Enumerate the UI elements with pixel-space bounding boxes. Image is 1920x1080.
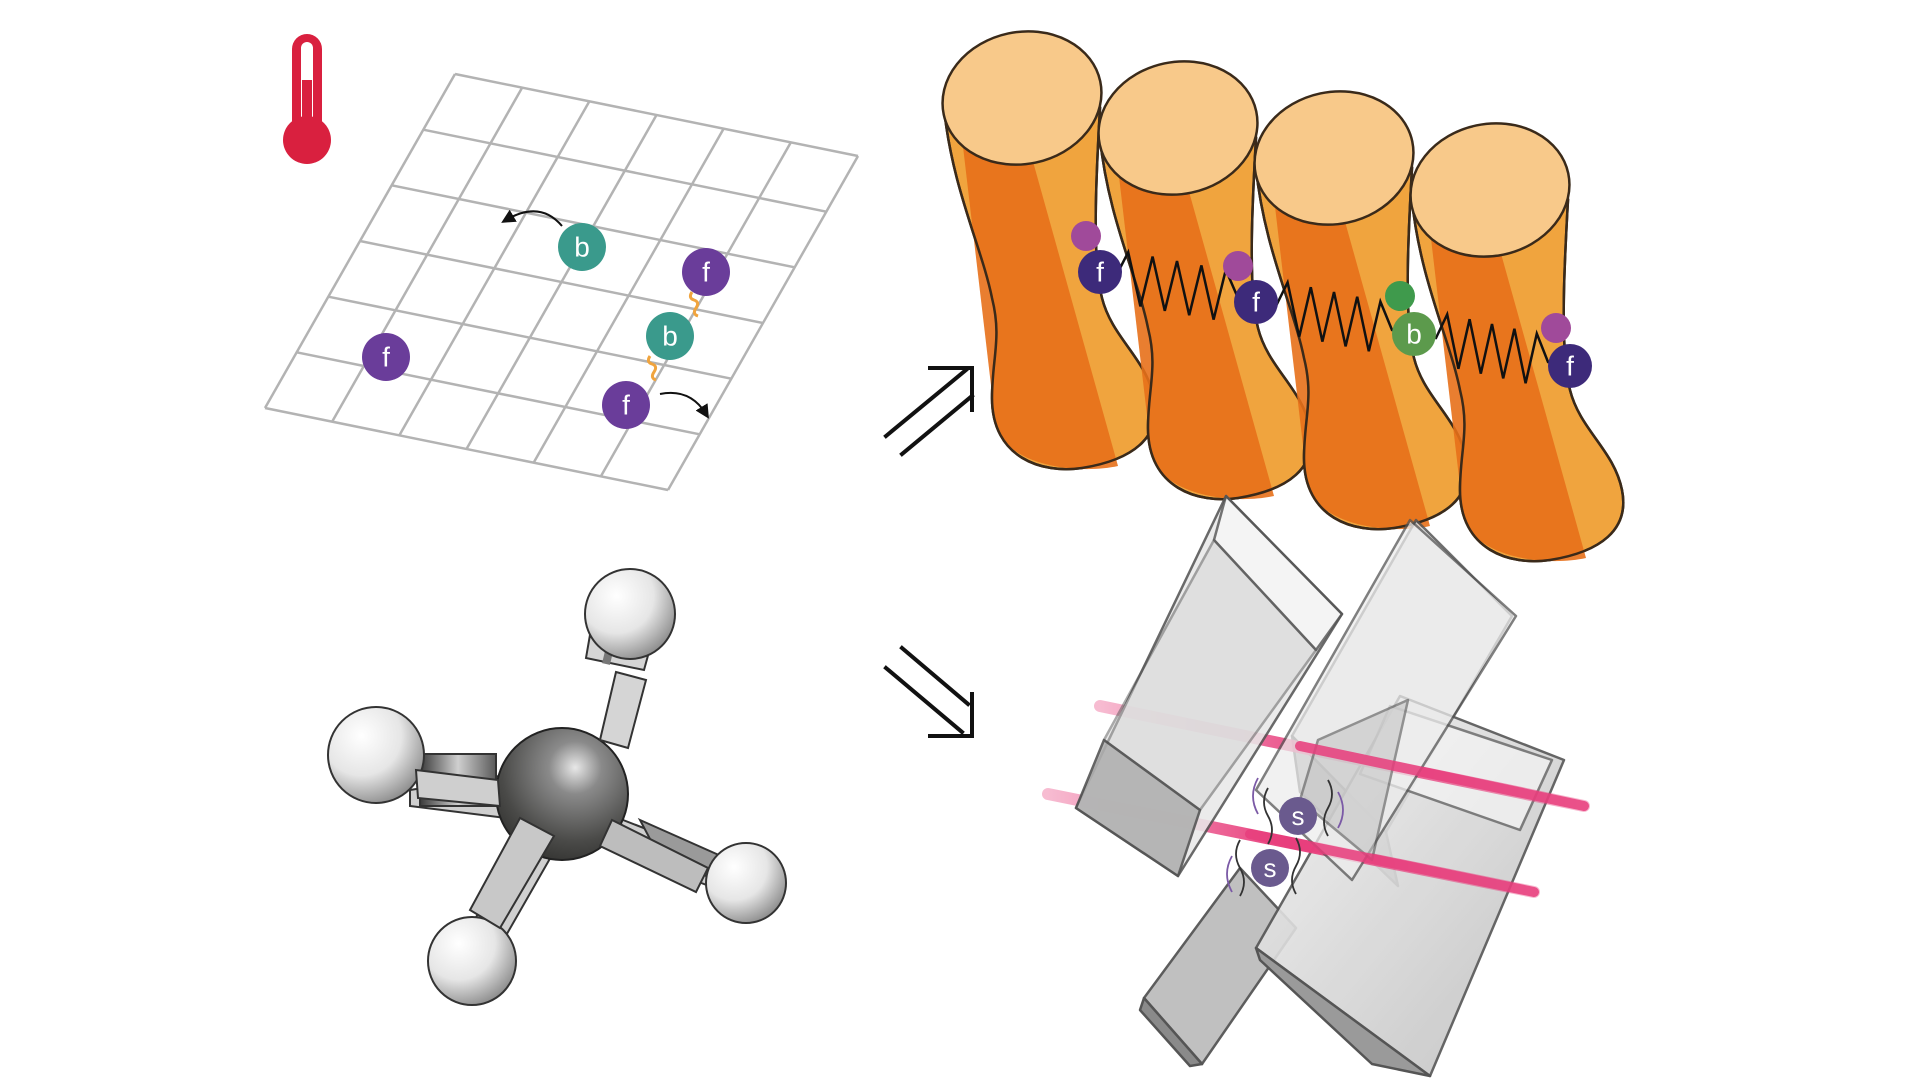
svg-text:s: s: [1264, 853, 1277, 883]
spin-particle: s: [1251, 849, 1289, 887]
molecule-bond: [598, 670, 648, 750]
interaction-wiggle: [646, 291, 700, 382]
spin-particle: s: [1279, 797, 1317, 835]
svg-text:b: b: [1406, 319, 1422, 350]
fermion-particle: f: [602, 381, 650, 429]
spring-chain: [1099, 248, 1571, 384]
thermometer-icon: [283, 34, 331, 164]
molecule-bond: [468, 816, 556, 930]
hydrogen-atom: [327, 706, 425, 804]
lattice-line: [264, 406, 669, 492]
glass-prism: [1138, 866, 1298, 1068]
tweezer-array: [941, 30, 1625, 563]
tweezer-tube: [1253, 90, 1469, 531]
tweezer-tube: [1409, 122, 1625, 563]
svg-text:b: b: [662, 321, 678, 352]
spin-vibration-lines: [1226, 777, 1344, 897]
fermion-particle: f: [1548, 344, 1592, 388]
lattice-line: [666, 155, 860, 491]
glass-prism: [1254, 518, 1518, 882]
svg-text:b: b: [574, 232, 590, 263]
tweezer-tube: [1097, 60, 1313, 501]
lattice-hop-arrow-right: [659, 392, 709, 419]
fermion-particle: f: [682, 248, 730, 296]
fermion-particle: f: [1078, 250, 1122, 294]
hydrogen-atom: [584, 568, 676, 660]
lattice-particles: b f b f f: [362, 223, 730, 429]
boson-particle: b: [558, 223, 606, 271]
hydrogen-atom: [427, 916, 517, 1006]
boson-partner-dot: [1385, 281, 1415, 311]
double-arrow-up-right-icon: [883, 366, 975, 457]
laser-beam: [1245, 829, 1539, 897]
glass-prism: [1074, 494, 1344, 878]
fermion-particle: f: [362, 333, 410, 381]
svg-text:s: s: [1292, 801, 1305, 831]
svg-text:f: f: [1566, 351, 1574, 382]
hydrogen-atom: [705, 842, 787, 924]
fermion-partner-dot: [1071, 221, 1101, 251]
boson-particle: b: [1392, 312, 1436, 356]
tweezer-particles: f f b f: [1071, 221, 1592, 388]
svg-text:f: f: [702, 257, 710, 288]
svg-text:f: f: [382, 342, 390, 373]
fermion-particle: f: [1234, 280, 1278, 324]
fermion-partner-dot: [1223, 251, 1253, 281]
fermion-partner-dot: [1541, 313, 1571, 343]
boson-particle: b: [646, 312, 694, 360]
double-arrow-down-right-icon: [883, 645, 974, 738]
svg-text:f: f: [1096, 257, 1104, 288]
molecule-bond: [598, 818, 710, 894]
tweezer-tube: [941, 30, 1157, 471]
laser-beam: [1295, 741, 1589, 811]
optical-lattice-grid: [263, 72, 860, 492]
svg-text:f: f: [1252, 287, 1260, 318]
molecule-bond: [414, 768, 502, 808]
svg-text:f: f: [622, 390, 630, 421]
optical-tweezer-prisms: s s: [1042, 494, 1590, 1078]
methane-molecule: [327, 568, 787, 1006]
lattice-hop-arrow-left: [501, 209, 563, 227]
